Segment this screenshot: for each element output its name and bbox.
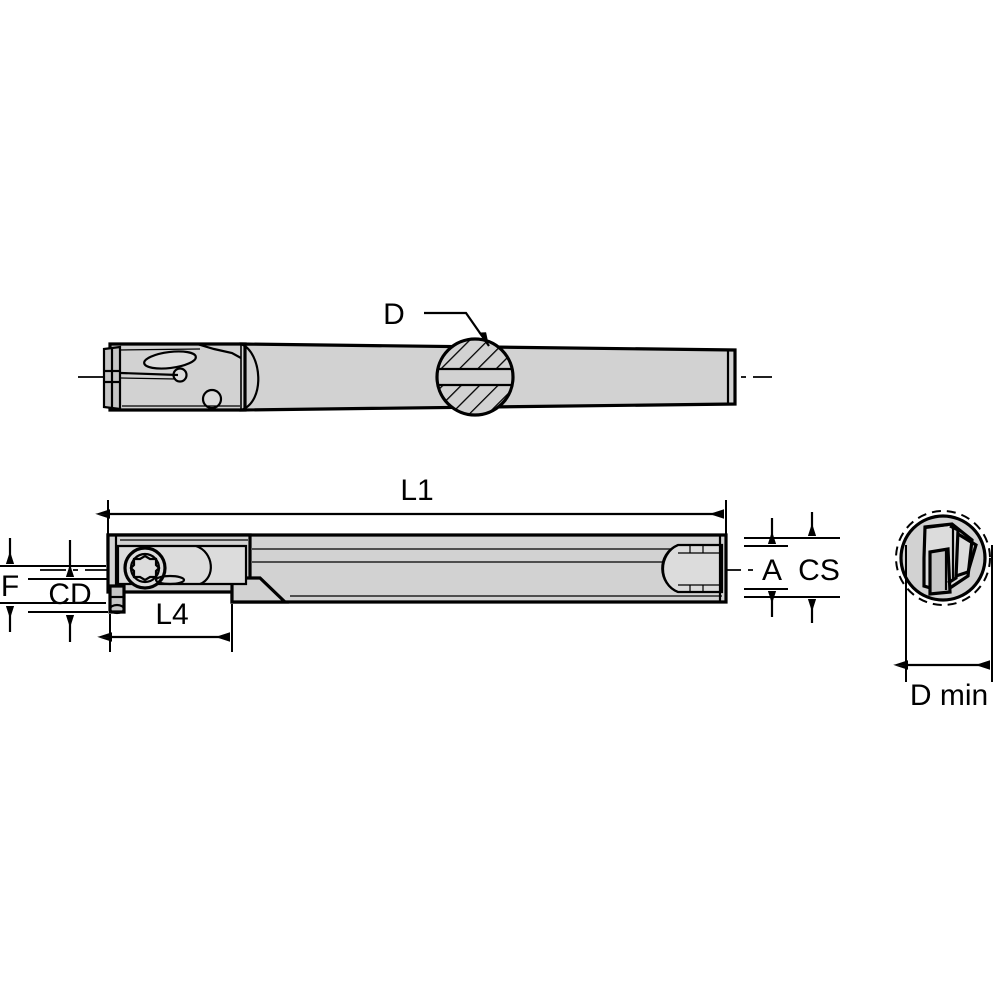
dimension-l1: L1 — [95, 474, 727, 534]
l1-label: L1 — [400, 474, 433, 507]
end-view-top-face — [924, 523, 949, 530]
dimension-a: A — [744, 518, 788, 617]
min-bore-dashed-circle — [895, 510, 991, 606]
dimension-d-min: D min — [893, 545, 993, 712]
f-label: F — [1, 570, 19, 603]
end-view-insert-group — [922, 522, 978, 596]
insert-pocket-arc — [195, 544, 212, 586]
pocket-detail-oval — [154, 574, 186, 586]
cs-label: CS — [798, 554, 840, 587]
coolant-hole — [201, 388, 223, 410]
blade-slot-top — [120, 371, 179, 377]
dimension-f: F — [0, 538, 106, 632]
a-label: A — [762, 554, 782, 587]
head-shoulder — [196, 342, 242, 359]
dimension-d: D — [383, 298, 490, 347]
head-transition-arc — [240, 342, 260, 412]
dimension-cs: CS — [744, 512, 840, 623]
rear-bore-detail — [661, 543, 724, 594]
torx-socket-icon — [129, 554, 161, 582]
top-view: D — [78, 298, 772, 417]
dimension-l4: L4 — [97, 598, 233, 652]
rear-bore-arc — [662, 543, 679, 594]
section-circle-outline — [435, 337, 515, 417]
cd-label: CD — [48, 578, 91, 611]
front-view: L1 L4 F CD — [0, 474, 840, 652]
blade-slot-bottom — [120, 377, 177, 380]
insert-front-tip — [108, 603, 126, 615]
head-top-highlight — [119, 348, 201, 351]
end-view-body-outline — [899, 514, 987, 602]
hatch-lower — [437, 385, 513, 415]
hatch-upper — [437, 339, 513, 369]
section-circle-group — [435, 337, 515, 417]
end-view: D min — [893, 510, 993, 712]
dmin-label: D min — [910, 679, 988, 712]
d-leader-line — [424, 311, 490, 347]
cutting-insert-front — [108, 584, 126, 614]
dimension-cd: CD — [28, 540, 108, 642]
insert-seat-ellipse — [143, 350, 197, 370]
l4-label: L4 — [155, 598, 188, 631]
end-view-chip-face — [955, 532, 978, 578]
d-label: D — [383, 298, 405, 331]
